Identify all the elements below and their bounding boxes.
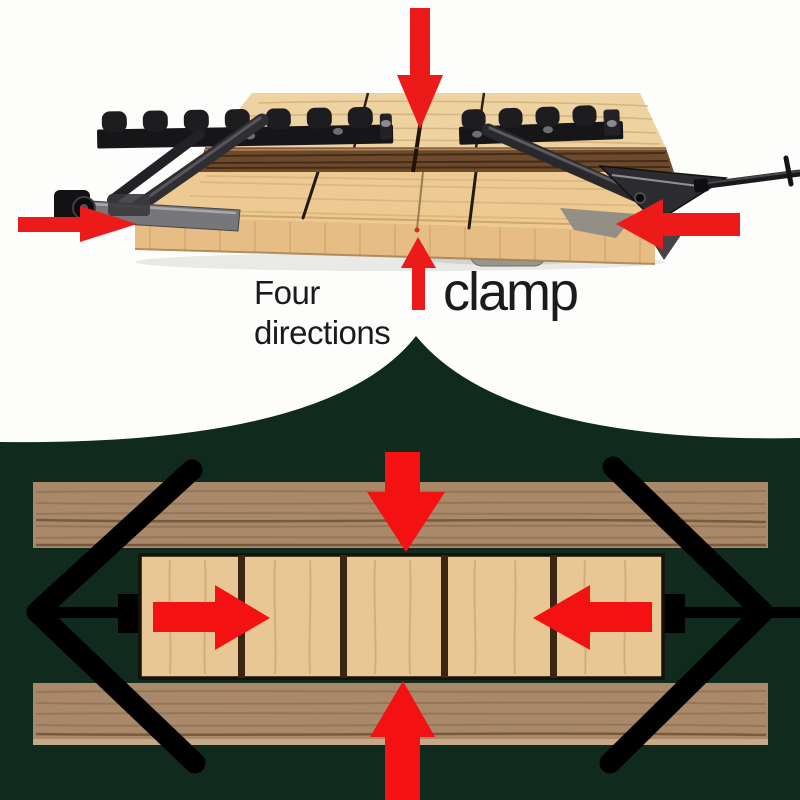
front-face-bottom-edge — [134, 248, 656, 265]
clamping-diagram — [0, 336, 800, 800]
photo-arrow-down-icon — [397, 8, 443, 129]
left-clamp-pad — [118, 594, 138, 633]
left-tie-bar — [34, 607, 118, 618]
right-tie-bar — [685, 607, 800, 618]
photo-arrow-left-icon — [616, 199, 740, 250]
walnut-band-highlight — [204, 148, 667, 151]
front-surface-seams — [301, 170, 478, 230]
front-surface-grain — [179, 175, 671, 222]
rod-handle-pin — [783, 155, 794, 187]
diagram-arrow-down-icon — [367, 452, 445, 552]
right-clamp-pad — [663, 594, 685, 633]
panel-seam-3 — [441, 555, 448, 678]
clamp-label: clamp — [443, 262, 579, 322]
photo-arrow-right-icon — [18, 206, 137, 242]
center-seam-mark — [414, 227, 420, 233]
clamp-arm-left — [54, 113, 269, 232]
top-surface-grain — [231, 100, 661, 145]
clamp-product-photo — [18, 8, 800, 310]
front-surface-center-seam — [416, 171, 424, 230]
panel-seam-2 — [340, 555, 347, 678]
threaded-rod — [699, 169, 800, 190]
four-directions-label: Four directions — [254, 274, 391, 351]
photo-arrow-up-icon — [401, 237, 436, 310]
diagram-arrow-right-icon — [153, 585, 270, 650]
front-face-grain — [149, 219, 641, 263]
diagram-arrow-left-icon — [533, 585, 652, 650]
diagram-arrow-up-icon — [370, 681, 435, 800]
walnut-band-grain — [204, 152, 671, 169]
